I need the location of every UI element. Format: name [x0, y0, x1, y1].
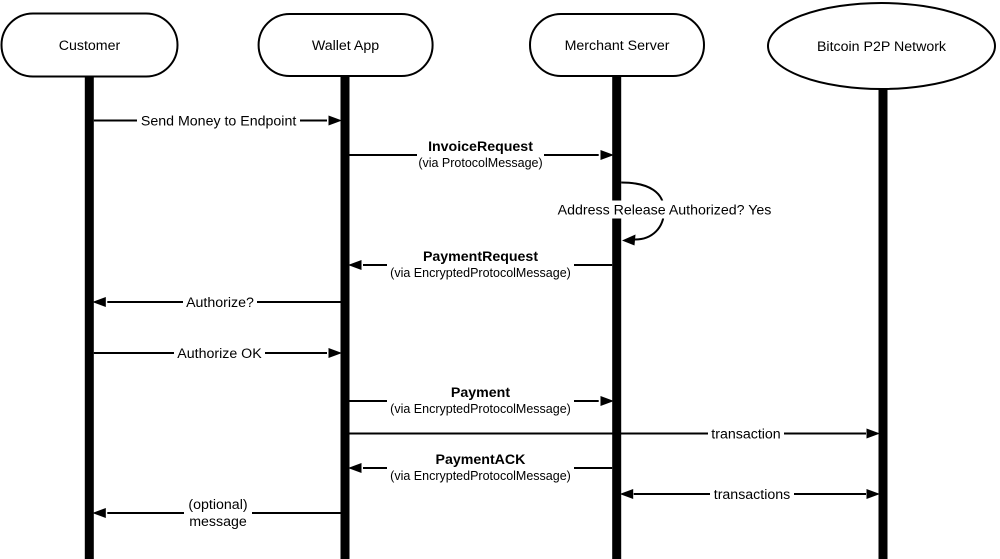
svg-text:PaymentRequest: PaymentRequest: [423, 249, 538, 265]
svg-text:Payment: Payment: [451, 385, 510, 401]
svg-text:Authorize OK: Authorize OK: [177, 346, 262, 362]
svg-text:transaction: transaction: [711, 427, 780, 443]
svg-text:(via ProtocolMessage): (via ProtocolMessage): [418, 156, 542, 170]
svg-text:(optional): (optional): [188, 497, 247, 513]
svg-text:Merchant Server: Merchant Server: [565, 38, 670, 54]
svg-text:(via EncryptedProtocolMessage): (via EncryptedProtocolMessage): [390, 469, 571, 483]
svg-text:Authorize?: Authorize?: [186, 295, 254, 311]
svg-text:transactions: transactions: [714, 487, 791, 503]
svg-text:Address Release Authorized? Ye: Address Release Authorized? Yes: [558, 203, 772, 219]
svg-text:InvoiceRequest: InvoiceRequest: [428, 139, 533, 155]
svg-text:message: message: [189, 514, 247, 530]
svg-text:Customer: Customer: [59, 38, 121, 54]
svg-text:(via EncryptedProtocolMessage): (via EncryptedProtocolMessage): [390, 402, 571, 416]
svg-text:(via EncryptedProtocolMessage): (via EncryptedProtocolMessage): [390, 266, 571, 280]
svg-text:Send Money to Endpoint: Send Money to Endpoint: [141, 114, 296, 130]
svg-text:Bitcoin P2P Network: Bitcoin P2P Network: [817, 39, 947, 55]
svg-text:Wallet App: Wallet App: [312, 38, 379, 54]
svg-text:PaymentACK: PaymentACK: [436, 452, 527, 468]
